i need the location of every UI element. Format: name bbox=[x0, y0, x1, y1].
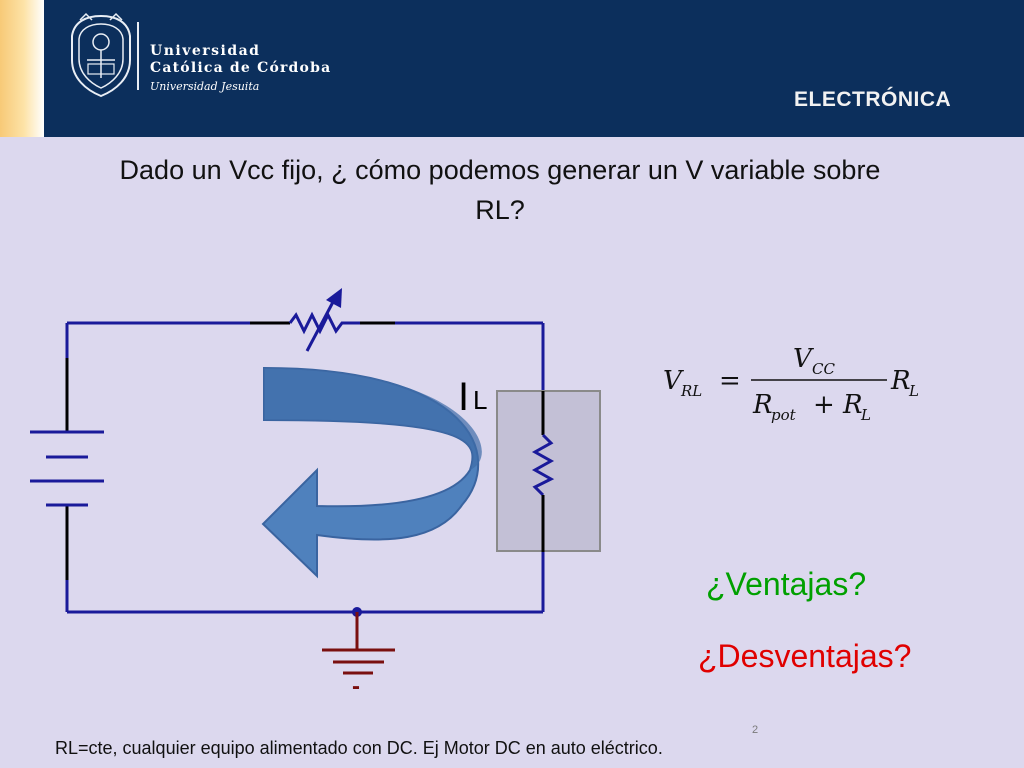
load-resistor-symbol bbox=[531, 391, 555, 552]
ground-symbol bbox=[322, 607, 395, 675]
university-name-line1: Universidad bbox=[150, 43, 261, 59]
circuit-diagram: I L - bbox=[30, 288, 601, 700]
ground-minus-label: - bbox=[352, 673, 360, 700]
university-tagline: Universidad Jesuita bbox=[150, 80, 260, 93]
circuit-wires bbox=[65, 321, 545, 614]
current-direction-arrow bbox=[261, 366, 482, 579]
current-label-sub: L bbox=[473, 385, 487, 415]
slide-number: 2 bbox=[752, 724, 759, 736]
formula-numerator: V bbox=[793, 345, 814, 374]
voltage-divider-formula: V RL = V CC R pot + R L R L bbox=[663, 344, 943, 439]
course-title: ELECTRÓNICA bbox=[794, 88, 952, 111]
logo-divider bbox=[137, 22, 139, 90]
formula-numerator-sub: CC bbox=[812, 360, 835, 378]
university-name-line2: Católica de Córdoba bbox=[150, 60, 332, 76]
formula-den-b: R bbox=[842, 390, 863, 420]
formula-lhs: V bbox=[663, 366, 684, 396]
formula-den-b-sub: L bbox=[860, 406, 871, 424]
formula-rhs: R bbox=[890, 366, 911, 396]
disadvantages-question: ¿Desventajas? bbox=[698, 638, 912, 674]
formula-den-a: R bbox=[752, 390, 773, 420]
slide-question: Dado un Vcc fijo, ¿ cómo podemos generar… bbox=[119, 155, 881, 225]
footer-note: RL=cte, cualquier equipo alimentado con … bbox=[55, 738, 663, 758]
advantages-question: ¿Ventajas? bbox=[706, 566, 867, 602]
formula-den-plus: + bbox=[813, 390, 835, 420]
formula-rhs-sub: L bbox=[908, 382, 919, 400]
university-crest-logo bbox=[66, 12, 136, 98]
header-bar: Universidad Católica de Córdoba Universi… bbox=[0, 0, 1024, 137]
load-box bbox=[496, 390, 601, 552]
formula-lhs-sub: RL bbox=[680, 382, 702, 400]
formula-equals: = bbox=[719, 366, 741, 396]
battery-symbol bbox=[30, 358, 104, 580]
formula-den-a-sub: pot bbox=[771, 406, 797, 424]
current-label-main: I bbox=[458, 375, 469, 419]
potentiometer-symbol bbox=[250, 288, 395, 352]
gold-accent-bar bbox=[0, 0, 44, 137]
